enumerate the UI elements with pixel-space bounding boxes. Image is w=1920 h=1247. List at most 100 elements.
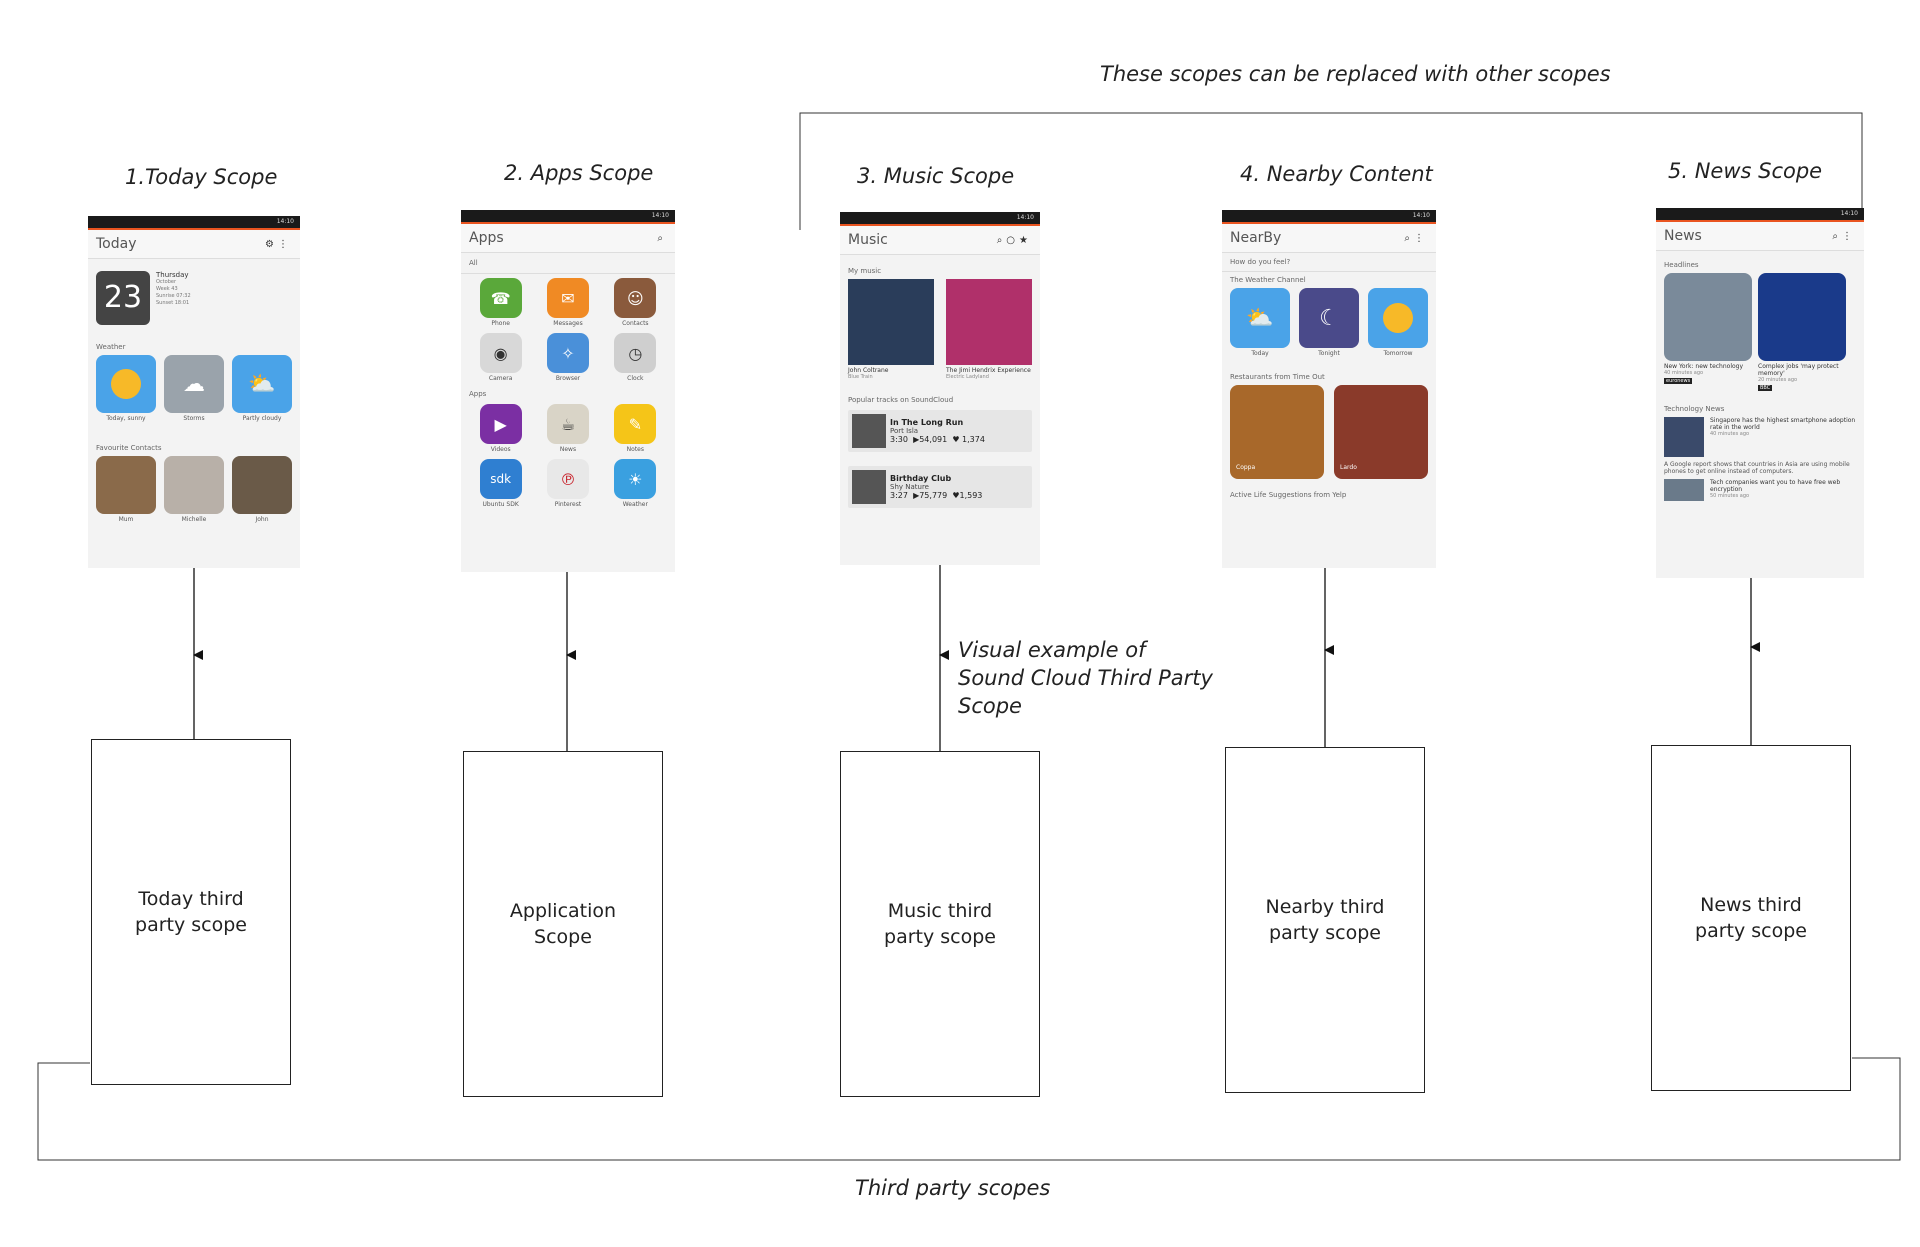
weather-card[interactable]: ☁Storms bbox=[164, 355, 224, 422]
moon-icon: ☾ bbox=[1299, 288, 1359, 348]
app-messages[interactable]: ✉Messages bbox=[546, 278, 589, 327]
story-thumb bbox=[1664, 479, 1704, 501]
contacts-section-label: Favourite Contacts bbox=[96, 444, 162, 452]
date-line: Sunrise 07:32 bbox=[156, 293, 191, 299]
restaurants-label: Restaurants from Time Out bbox=[1230, 373, 1325, 381]
scope-title-music: 3. Music Scope bbox=[857, 164, 1015, 188]
box-news-third-party: News third party scope bbox=[1651, 745, 1851, 1091]
weather-card[interactable]: ⛅Partly cloudy bbox=[232, 355, 292, 422]
place-photo bbox=[1230, 385, 1324, 479]
box-nearby-third-party: Nearby third party scope bbox=[1225, 747, 1425, 1093]
date-tile: 23 bbox=[96, 271, 150, 325]
status-bar: 14:10 bbox=[840, 212, 1040, 226]
phone-icon: ☎ bbox=[479, 278, 522, 318]
tech-news-label: Technology News bbox=[1664, 405, 1725, 413]
app-notes[interactable]: ✎Notes bbox=[614, 404, 657, 453]
scope-title-apps: 2. Apps Scope bbox=[504, 161, 654, 185]
status-bar: 14:10 bbox=[88, 216, 300, 230]
app-camera[interactable]: ◉Camera bbox=[479, 333, 522, 382]
avatar bbox=[164, 456, 224, 514]
bottom-note: Third party scopes bbox=[855, 1176, 1051, 1200]
weather-card[interactable]: ⛅Today bbox=[1230, 288, 1290, 357]
sun-icon bbox=[96, 355, 156, 413]
place-card[interactable]: Coppa bbox=[1230, 385, 1324, 479]
videos-icon: ▶ bbox=[479, 404, 522, 444]
source-badge: BBC bbox=[1758, 385, 1773, 391]
nearby-filter[interactable]: How do you feel? bbox=[1222, 253, 1436, 272]
apps-header: Apps bbox=[469, 230, 504, 246]
story-description: A Google report shows that countries in … bbox=[1664, 461, 1850, 475]
news-icon: ☕ bbox=[546, 404, 589, 444]
storm-icon: ☁ bbox=[164, 355, 224, 413]
partly-cloudy-icon: ⛅ bbox=[1230, 288, 1290, 348]
box-today-third-party: Today third party scope bbox=[91, 739, 291, 1085]
app-pinterest[interactable]: ℗Pinterest bbox=[546, 459, 589, 508]
weather-card[interactable]: Tomorrow bbox=[1368, 288, 1428, 357]
music-header: Music bbox=[848, 232, 888, 248]
status-bar: 14:10 bbox=[1656, 208, 1864, 222]
date-line: Sunset 18:01 bbox=[156, 300, 190, 306]
date-line: Week 43 bbox=[156, 286, 178, 292]
notes-icon: ✎ bbox=[614, 404, 657, 444]
headlines-label: Headlines bbox=[1664, 261, 1699, 269]
sun-icon bbox=[1368, 288, 1428, 348]
app-phone[interactable]: ☎Phone bbox=[479, 278, 522, 327]
scope-title-news: 5. News Scope bbox=[1668, 159, 1823, 183]
search-icon[interactable]: ⌕⋮ bbox=[1832, 230, 1856, 242]
scope-title-nearby: 4. Nearby Content bbox=[1240, 162, 1433, 186]
album-art bbox=[848, 279, 934, 365]
app-clock[interactable]: ◷Clock bbox=[614, 333, 657, 382]
clock-icon: ◷ bbox=[614, 333, 657, 373]
scope-title-today: 1.Today Scope bbox=[125, 165, 278, 189]
news-header: News bbox=[1664, 228, 1702, 244]
apps-phone-mockup: 14:10 Apps⌕ All ☎Phone ✉Messages ☺Contac… bbox=[461, 210, 675, 572]
headline-photo bbox=[1664, 273, 1752, 361]
track-thumb bbox=[852, 414, 886, 448]
search-icon[interactable]: ⌕○★ bbox=[996, 234, 1032, 246]
contacts-icon: ☺ bbox=[614, 278, 657, 318]
box-application-scope: Application Scope bbox=[463, 751, 663, 1097]
settings-icon[interactable]: ⚙⋮ bbox=[265, 238, 292, 250]
weather-card[interactable]: Today, sunny bbox=[96, 355, 156, 422]
partly-cloudy-icon: ⛅ bbox=[232, 355, 292, 413]
app-news[interactable]: ☕News bbox=[546, 404, 589, 453]
album-art bbox=[946, 279, 1032, 365]
avatar bbox=[232, 456, 292, 514]
browser-icon: ✧ bbox=[546, 333, 589, 373]
day-label: Thursday bbox=[156, 271, 189, 279]
my-music-label: My music bbox=[848, 267, 882, 275]
app-weather[interactable]: ☀Weather bbox=[614, 459, 657, 508]
weather-icon: ☀ bbox=[614, 459, 657, 499]
contact-card[interactable]: Mum bbox=[96, 456, 156, 523]
search-icon[interactable]: ⌕⋮ bbox=[1404, 232, 1428, 244]
camera-icon: ◉ bbox=[479, 333, 522, 373]
news-story[interactable]: Tech companies want you to have free web… bbox=[1656, 477, 1864, 503]
app-browser[interactable]: ✧Browser bbox=[546, 333, 589, 382]
app-contacts[interactable]: ☺Contacts bbox=[614, 278, 657, 327]
pinterest-icon: ℗ bbox=[546, 459, 589, 499]
news-phone-mockup: 14:10 News ⌕⋮ Headlines New York: new tec… bbox=[1656, 208, 1864, 578]
today-header: Today bbox=[96, 236, 137, 252]
messages-icon: ✉ bbox=[546, 278, 589, 318]
news-story[interactable]: Singapore has the highest smartphone ado… bbox=[1656, 415, 1864, 459]
headline-card[interactable]: Complex jobs 'may protect memory'20 minu… bbox=[1758, 273, 1846, 391]
place-card[interactable]: Lardo bbox=[1334, 385, 1428, 479]
track-thumb bbox=[852, 470, 886, 504]
weather-card[interactable]: ☾Tonight bbox=[1299, 288, 1359, 357]
apps-filter[interactable]: All bbox=[461, 253, 675, 274]
headline-photo bbox=[1758, 273, 1846, 361]
search-icon[interactable]: ⌕ bbox=[657, 232, 667, 244]
contact-card[interactable]: John bbox=[232, 456, 292, 523]
today-phone-mockup: 14:10 Today⚙⋮ 23 Thursday October Week 4… bbox=[88, 216, 300, 568]
contact-card[interactable]: Michelle bbox=[164, 456, 224, 523]
story-thumb bbox=[1664, 417, 1704, 457]
nearby-phone-mockup: 14:10 NearBy⌕⋮ How do you feel? The Weat… bbox=[1222, 210, 1436, 568]
app-videos[interactable]: ▶Videos bbox=[479, 404, 522, 453]
